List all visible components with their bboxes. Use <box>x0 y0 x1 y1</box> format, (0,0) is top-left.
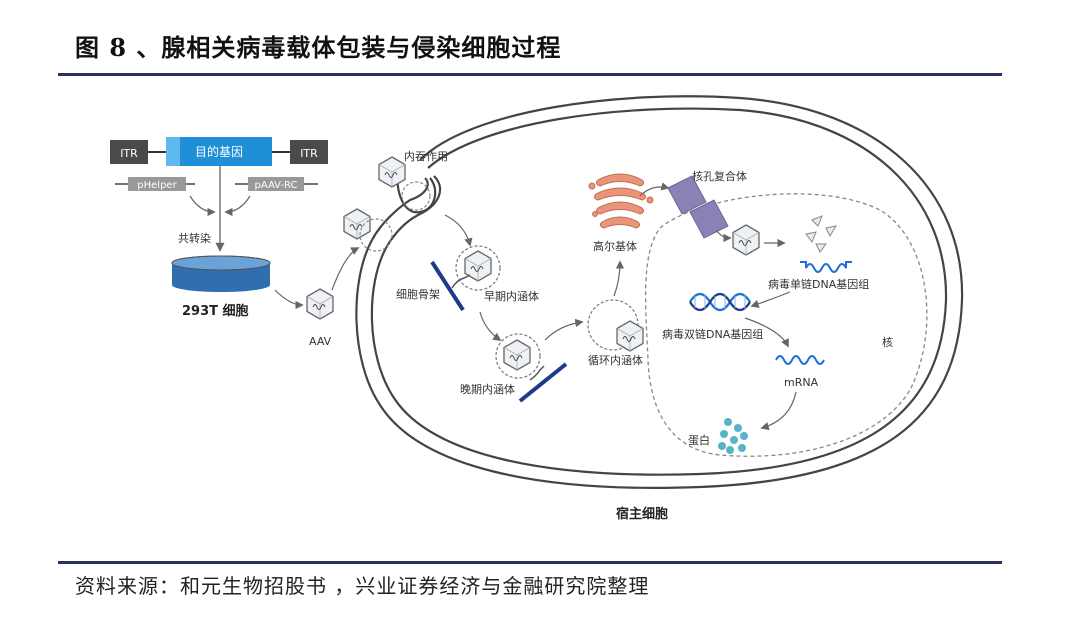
phelper-box <box>128 177 186 191</box>
mrna-to-protein-arrow <box>760 391 797 431</box>
aav-nucleus-icon <box>732 224 760 256</box>
gene-box <box>166 137 272 166</box>
nucleus-envelope <box>644 193 928 457</box>
cytoskeleton-fiber-2 <box>518 362 568 403</box>
cytoskeleton-fiber <box>430 260 465 312</box>
bottom-rule <box>58 561 1002 564</box>
nuclear-pore-label: 核孔复合体 <box>692 169 747 183</box>
golgi-apparatus <box>588 173 654 229</box>
mrna-label: mRNA <box>784 376 819 389</box>
forming-vesicle <box>401 181 431 211</box>
capsid-fragments <box>805 215 838 253</box>
ds-to-mrna-arrow <box>744 317 789 348</box>
merge-arrow-left <box>189 195 216 217</box>
itr-right-box <box>290 140 328 164</box>
to-golgi-arrow <box>613 260 625 297</box>
motor-protein <box>451 274 471 289</box>
dsdna-label: 病毒双链DNA基因组 <box>662 327 763 341</box>
nuclear-pore-complex <box>667 175 729 239</box>
nucleus-label: 核 <box>882 335 893 349</box>
aav-label: AAV <box>309 335 332 348</box>
aav-to-cell-arrow <box>331 247 360 291</box>
aav-late-endosome-icon <box>503 339 531 371</box>
paav-rc-label: pAAV-RC <box>255 180 298 191</box>
plasmid-construct: ITR 目的基因 ITR <box>110 137 328 166</box>
cell-dish <box>171 255 271 292</box>
late-endosome <box>495 333 541 379</box>
itr-left-label: ITR <box>120 147 138 160</box>
mrna-icon <box>775 355 825 365</box>
recycling-endosome-label: 循环内涵体 <box>588 353 643 367</box>
aav-entering-icon <box>343 208 371 240</box>
pore-to-capsid-arrow <box>715 229 732 243</box>
endocytosis-label: 内吞作用 <box>404 149 448 163</box>
source-note: 资料来源：和元生物招股书 ，兴业证券经济与金融研究院整理 <box>75 574 650 598</box>
aav-endocytosis-icon <box>378 156 406 188</box>
protein-dots-icon <box>718 418 748 454</box>
entry-vesicle <box>359 218 393 252</box>
cell-293t-label: 293T 细胞 <box>182 303 249 319</box>
host-cell-membrane <box>355 95 964 489</box>
cotransfection-label: 共转染 <box>178 231 211 245</box>
cytoskeleton-label: 细胞骨架 <box>396 288 440 301</box>
aav-early-endosome-icon <box>464 250 492 282</box>
ss-to-ds-arrow <box>750 291 791 308</box>
merge-arrow-right <box>224 195 251 217</box>
figure-title: 图 8 、腺相关病毒载体包装与侵染细胞过程 <box>75 33 562 62</box>
gene-box-accent <box>166 137 180 166</box>
helper-plasmids: pHelper pAAV-RC <box>115 177 318 191</box>
host-cell-label: 宿主细胞 <box>616 506 668 522</box>
phelper-label: pHelper <box>137 180 177 191</box>
to-late-endosome-arrow <box>479 311 502 341</box>
to-early-endosome-arrow <box>444 214 473 247</box>
ssdna-icon <box>800 261 852 273</box>
to-recycling-arrow <box>544 318 584 341</box>
paav-rc-box <box>248 177 304 191</box>
ssdna-label: 病毒单链DNA基因组 <box>768 277 869 291</box>
top-rule <box>58 73 1002 76</box>
early-endosome <box>455 245 501 291</box>
late-endosome-label: 晚期内涵体 <box>460 382 515 396</box>
protein-label: 蛋白 <box>688 433 710 447</box>
aav-recycling-icon <box>616 320 644 352</box>
gene-label: 目的基因 <box>195 144 243 159</box>
early-endosome-label: 早期内涵体 <box>484 289 539 303</box>
dish-to-aav-arrow <box>274 289 304 310</box>
aav-capsid-icon <box>306 288 334 320</box>
itr-right-label: ITR <box>300 147 318 160</box>
golgi-label: 高尔基体 <box>593 239 637 253</box>
golgi-to-pore-arrow <box>639 182 670 197</box>
motor-protein-2 <box>529 365 545 381</box>
endocytosis-pocket <box>396 167 437 214</box>
dsdna-helix-icon <box>689 292 751 312</box>
itr-left-box <box>110 140 148 164</box>
